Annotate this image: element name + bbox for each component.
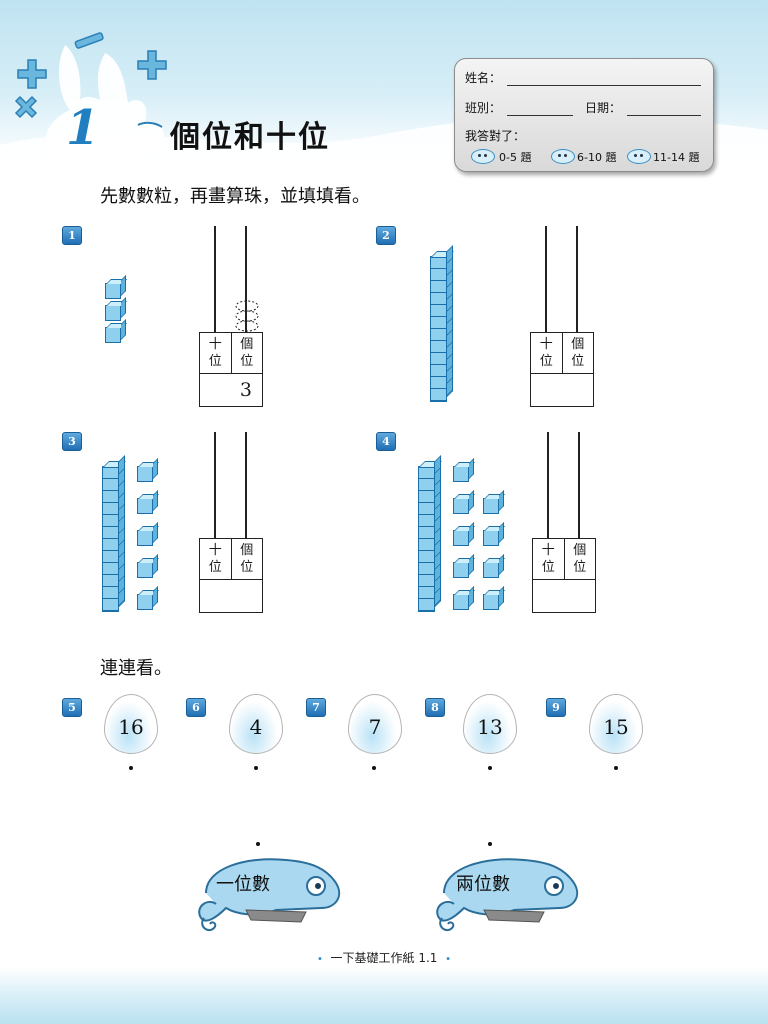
connect-dot[interactable] <box>488 842 492 846</box>
unit-cube <box>105 305 121 321</box>
place-value-table: 十位 個位 <box>199 538 263 613</box>
question-number-badge: 6 <box>186 698 206 717</box>
unit-cube <box>483 562 499 578</box>
page-title: 個位和十位 <box>170 120 330 155</box>
ones-rod[interactable] <box>245 432 247 538</box>
number-egg: 7 <box>348 694 402 754</box>
unit-cube <box>453 498 469 514</box>
place-value-table: 十位 個位 <box>530 332 594 407</box>
unit-cube <box>105 283 121 299</box>
abacus-place-value-chart: 十位 個位 3 <box>199 226 263 408</box>
chameleon-icon <box>198 858 341 932</box>
tens-header: 十位 <box>533 539 565 579</box>
grade-option: 11-14 題 <box>653 151 700 164</box>
unit-cube <box>453 530 469 546</box>
question-number-badge: 9 <box>546 698 566 717</box>
class-label: 班別： <box>465 101 502 115</box>
place-value-table: 十位 個位 <box>532 538 596 613</box>
connect-dot[interactable] <box>488 766 492 770</box>
question-number-badge: 7 <box>306 698 326 717</box>
connect-dot[interactable] <box>256 842 260 846</box>
grade-option: 6-10 題 <box>577 151 617 164</box>
question-number-badge: 1 <box>62 226 82 245</box>
question-number-badge: 4 <box>376 432 396 451</box>
date-field[interactable] <box>627 115 701 116</box>
connect-dot[interactable] <box>614 766 618 770</box>
tens-rod[interactable] <box>214 432 216 538</box>
answer-box[interactable] <box>200 580 262 612</box>
answer-box[interactable] <box>531 374 593 406</box>
question-number-badge: 5 <box>62 698 82 717</box>
number-egg: 13 <box>463 694 517 754</box>
unit-cube <box>483 498 499 514</box>
ones-rod[interactable] <box>245 226 247 332</box>
answer-box[interactable] <box>533 580 595 612</box>
tens-rod[interactable] <box>545 226 547 332</box>
tens-header: 十位 <box>200 333 232 373</box>
tens-header: 十位 <box>200 539 232 579</box>
unit-cube <box>483 530 499 546</box>
abacus-place-value-chart: 十位 個位 <box>530 226 594 408</box>
bunny-mascot-icon <box>14 32 167 165</box>
chameleon-icon <box>436 858 579 932</box>
unit-cube <box>453 466 469 482</box>
unit-cube <box>137 562 153 578</box>
connect-dot[interactable] <box>372 766 376 770</box>
unit-cube <box>137 530 153 546</box>
tens-rod[interactable] <box>214 226 216 332</box>
score-label: 我答對了： <box>465 129 526 143</box>
ones-rod[interactable] <box>578 432 580 538</box>
ones-header: 個位 <box>240 337 254 369</box>
question-number-badge: 3 <box>62 432 82 451</box>
dashed-bead-icon <box>235 300 259 332</box>
one-digit-label: 一位數 <box>216 874 270 895</box>
ten-rod <box>430 256 447 402</box>
footer-text: 一下基礎工作紙 1.1 <box>330 951 438 965</box>
date-label: 日期： <box>585 101 622 115</box>
number-egg: 4 <box>229 694 283 754</box>
smiley-face-icon[interactable] <box>627 149 651 164</box>
name-label: 姓名： <box>465 71 502 85</box>
smiley-face-icon[interactable] <box>551 149 575 164</box>
grade-option: 0-5 題 <box>499 151 532 164</box>
tens-rod[interactable] <box>547 432 549 538</box>
section2-instruction: 連連看。 <box>100 658 172 679</box>
unit-cube <box>137 498 153 514</box>
abacus-place-value-chart: 十位 個位 <box>199 432 263 614</box>
unit-cube <box>137 594 153 610</box>
unit-cube <box>453 562 469 578</box>
smiley-face-icon[interactable] <box>471 149 495 164</box>
connect-dot[interactable] <box>129 766 133 770</box>
two-digit-label: 兩位數 <box>456 874 510 895</box>
student-info-box: 姓名： 班別： 日期： 我答對了： 0-5 題 6-10 題 11-14 題 <box>454 58 714 172</box>
answer-box[interactable]: 3 <box>239 379 252 401</box>
section1-instruction: 先數數粒，再畫算珠，並填填看。 <box>100 186 370 207</box>
class-field[interactable] <box>507 115 573 116</box>
unit-cube <box>105 327 121 343</box>
ones-rod[interactable] <box>576 226 578 332</box>
name-field[interactable] <box>507 85 701 86</box>
footer: • 一下基礎工作紙 1.1 • <box>0 949 768 966</box>
abacus-place-value-chart: 十位 個位 <box>532 432 596 614</box>
ten-rod <box>102 466 119 612</box>
unit-cube <box>137 466 153 482</box>
question-number-badge: 2 <box>376 226 396 245</box>
lesson-number: 1 <box>66 100 100 156</box>
footer-bullet-icon: • <box>445 954 451 965</box>
connect-dot[interactable] <box>254 766 258 770</box>
number-egg: 16 <box>104 694 158 754</box>
place-value-table: 十位 個位 3 <box>199 332 263 407</box>
ones-header: 個位 <box>240 543 254 575</box>
unit-cube <box>483 594 499 610</box>
tens-header: 十位 <box>531 333 563 373</box>
ones-header: 個位 <box>573 543 587 575</box>
ones-header: 個位 <box>571 337 585 369</box>
unit-cube <box>453 594 469 610</box>
number-egg: 15 <box>589 694 643 754</box>
footer-band <box>0 968 768 1024</box>
footer-bullet-icon: • <box>317 954 323 965</box>
question-number-badge: 8 <box>425 698 445 717</box>
ten-rod <box>418 466 435 612</box>
